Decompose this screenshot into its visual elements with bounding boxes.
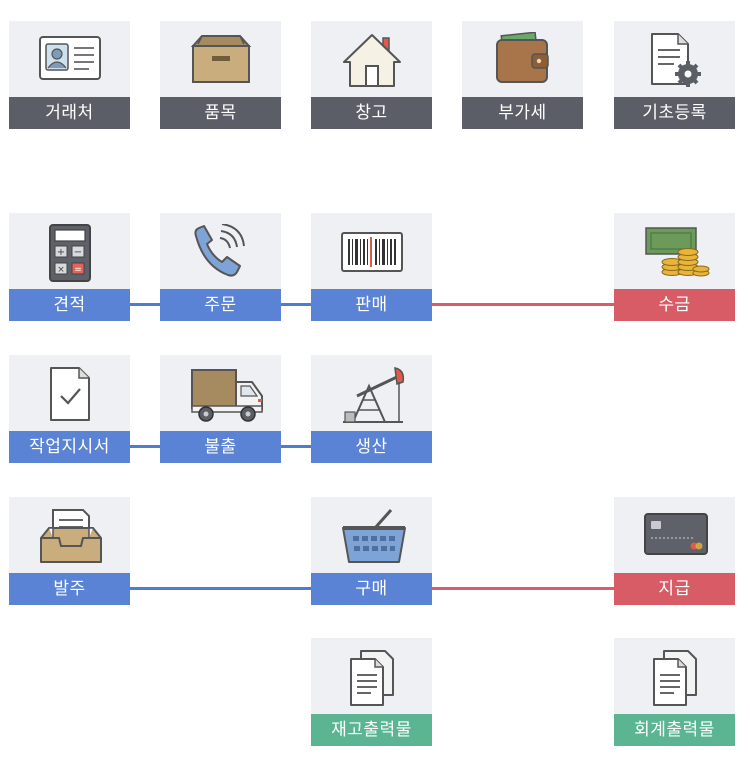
tile-payment[interactable]: 지급 (614, 497, 735, 605)
tile-accounting-reports[interactable]: 회계출력물 (614, 638, 735, 746)
connector-order-sales (281, 303, 311, 306)
tile-label: 기초등록 (614, 97, 735, 129)
document-gear-icon (651, 33, 701, 87)
inbox-tray-icon (40, 509, 102, 563)
contact-card-icon (39, 36, 101, 80)
tile-collection[interactable]: 수금 (614, 213, 735, 321)
svg-text:−: − (74, 247, 82, 258)
truck-icon (191, 369, 263, 422)
tile-order[interactable]: 주문 (160, 213, 281, 321)
connector-purchaseorder-purchase (130, 587, 311, 590)
connector-workorder-issue (130, 445, 160, 448)
credit-card-icon (644, 513, 708, 555)
tile-label: 수금 (614, 289, 735, 321)
tile-label: 견적 (9, 289, 130, 321)
cash-coins-icon (645, 227, 710, 277)
tile-label: 부가세 (462, 97, 583, 129)
tile-vat[interactable]: 부가세 (462, 21, 583, 129)
svg-text:×: × (57, 265, 65, 275)
house-icon (343, 34, 401, 87)
connector-sales-collection (432, 303, 614, 306)
checked-document-icon (50, 367, 90, 421)
tile-label: 구매 (311, 573, 432, 605)
svg-text:=: = (74, 265, 82, 275)
connector-issue-production (281, 445, 311, 448)
tile-label: 지급 (614, 573, 735, 605)
tile-label: 품목 (160, 97, 281, 129)
tile-label: 불출 (160, 431, 281, 463)
basket-icon (342, 509, 406, 563)
tile-production[interactable]: 생산 (311, 355, 432, 463)
tile-sales[interactable]: 판매 (311, 213, 432, 321)
tile-label: 거래처 (9, 97, 130, 129)
tile-label: 주문 (160, 289, 281, 321)
tile-warehouse[interactable]: 창고 (311, 21, 432, 129)
tile-label: 생산 (311, 431, 432, 463)
documents-icon (350, 650, 394, 706)
box-icon (190, 35, 252, 83)
tile-label: 재고출력물 (311, 714, 432, 746)
tile-purchase[interactable]: 구매 (311, 497, 432, 605)
tile-basic-registration[interactable]: 기초등록 (614, 21, 735, 129)
documents-icon (653, 650, 697, 706)
svg-text:+: + (57, 247, 65, 258)
tile-estimate[interactable]: + − × = 견적 (9, 213, 130, 321)
tile-purchase-order[interactable]: 발주 (9, 497, 130, 605)
wallet-icon (496, 32, 549, 83)
tile-label: 발주 (9, 573, 130, 605)
tile-label: 회계출력물 (614, 714, 735, 746)
tile-label: 작업지시서 (9, 431, 130, 463)
connector-estimate-order (130, 303, 160, 306)
tile-label: 창고 (311, 97, 432, 129)
connector-purchase-payment (432, 587, 614, 590)
tile-work-order[interactable]: 작업지시서 (9, 355, 130, 463)
tile-inventory-reports[interactable]: 재고출력물 (311, 638, 432, 746)
barcode-icon (341, 232, 403, 272)
calculator-icon: + − × = (49, 224, 91, 282)
tile-item[interactable]: 품목 (160, 21, 281, 129)
tile-issue[interactable]: 불출 (160, 355, 281, 463)
oil-pump-icon (343, 367, 405, 423)
tile-client[interactable]: 거래처 (9, 21, 130, 129)
phone-icon (194, 224, 245, 277)
tile-label: 판매 (311, 289, 432, 321)
